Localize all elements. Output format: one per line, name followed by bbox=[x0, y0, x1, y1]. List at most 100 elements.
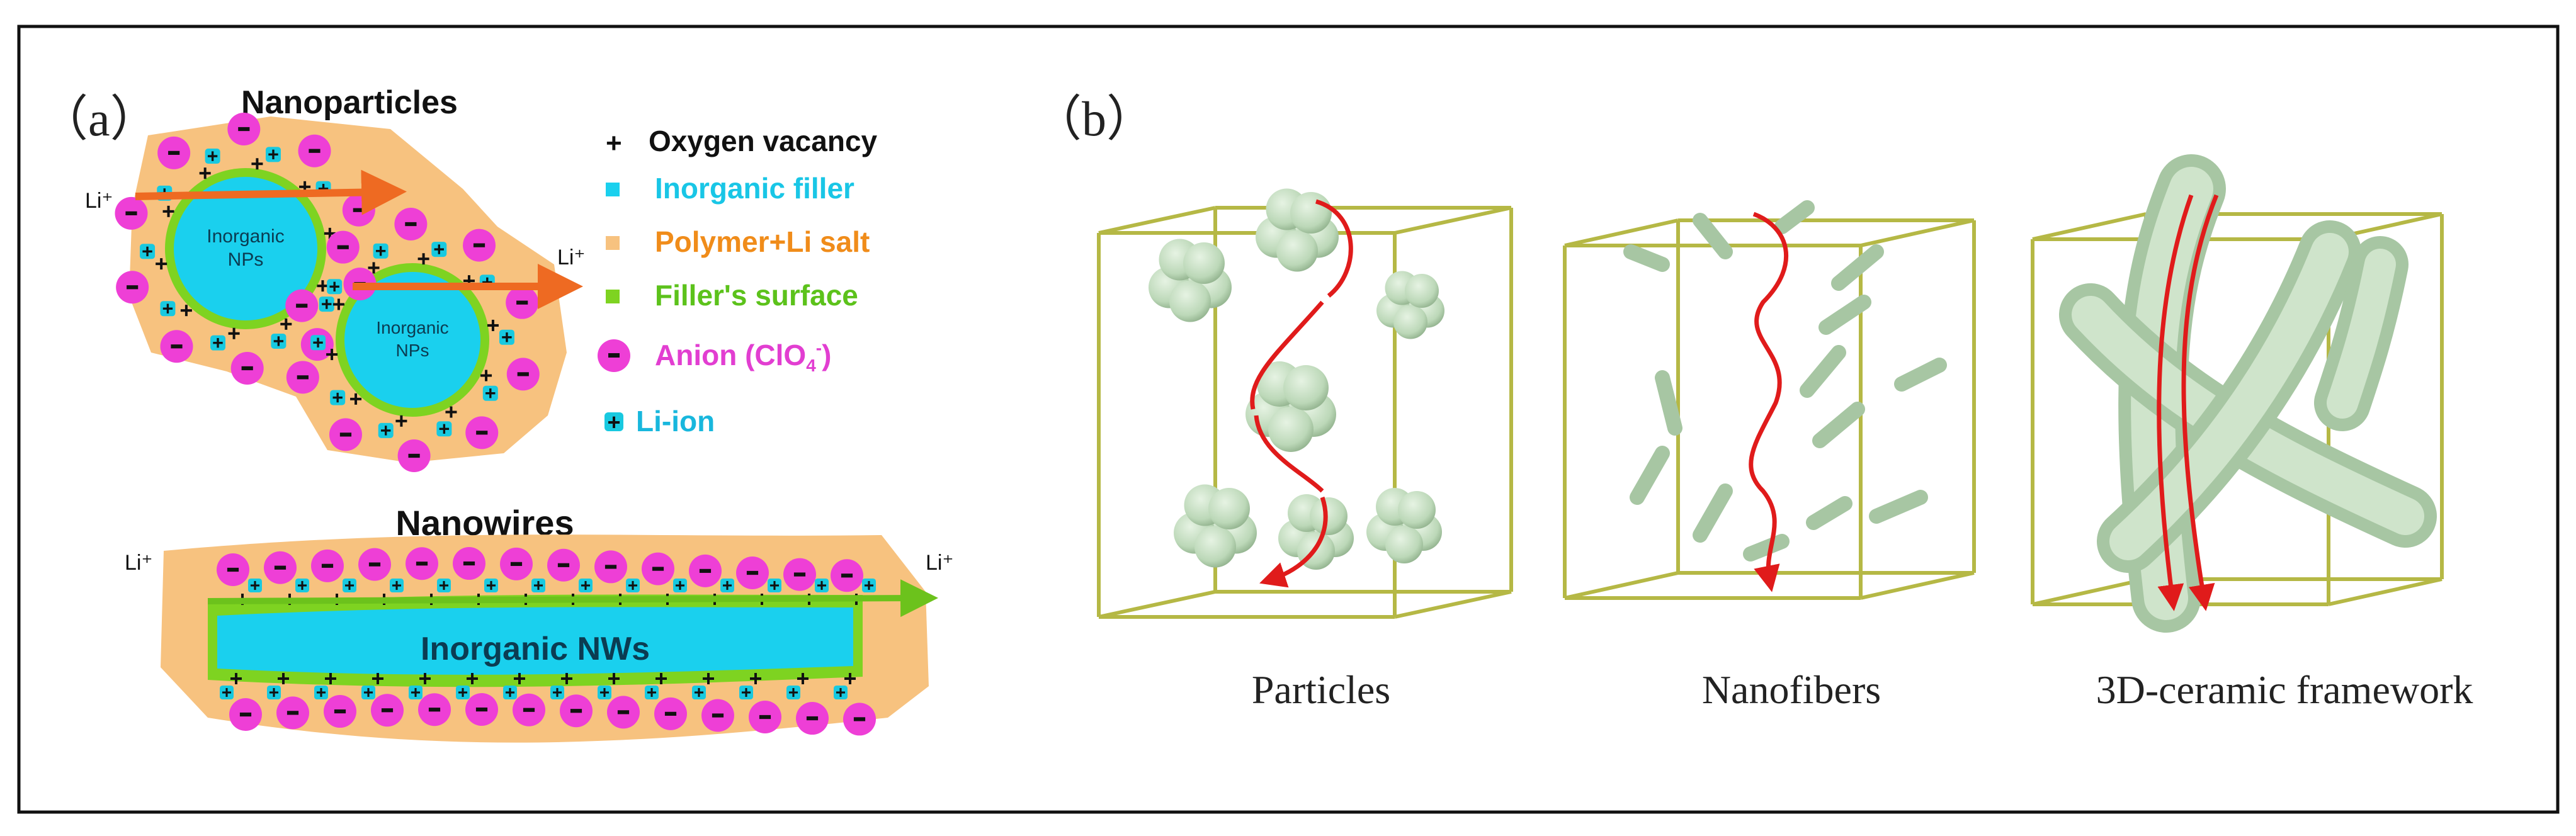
nw-core bbox=[217, 607, 853, 675]
box-edge bbox=[1098, 590, 1216, 619]
anion-minus bbox=[241, 366, 253, 371]
anion-minus bbox=[523, 708, 535, 712]
li-ion-plus-v bbox=[462, 687, 464, 698]
nw-li-label-right: Li⁺ bbox=[926, 551, 953, 575]
oxygen-vacancy-v bbox=[285, 318, 288, 330]
li-ion-plus-v bbox=[225, 687, 228, 698]
oxygen-vacancy-v bbox=[372, 262, 375, 274]
legend-li-ion: Li-ion bbox=[636, 405, 715, 438]
nw-li-arrow bbox=[207, 579, 938, 618]
li-ion-plus-v bbox=[301, 580, 304, 590]
legend-filler-surface: Filler's surface bbox=[655, 279, 858, 312]
anion-minus bbox=[239, 712, 252, 717]
nanofiber bbox=[1894, 358, 1947, 392]
anion-minus bbox=[517, 372, 529, 376]
anion-minus bbox=[416, 562, 428, 566]
anion-minus bbox=[604, 565, 617, 569]
legend-anion: Anion (ClO4-) bbox=[655, 338, 831, 375]
nanoparticles-title: Nanoparticles bbox=[241, 84, 458, 121]
legend-filler-swatch bbox=[606, 183, 620, 196]
nanofiber bbox=[1693, 213, 1733, 259]
oxygen-vacancy-v bbox=[282, 673, 285, 684]
li-ion-plus-v bbox=[322, 184, 325, 194]
oxygen-vacancy-v bbox=[424, 673, 426, 684]
oxygen-vacancy-v bbox=[754, 673, 757, 684]
np-li-label-right: Li⁺ bbox=[557, 246, 585, 269]
oxygen-vacancy-v bbox=[707, 673, 710, 684]
li-ion-plus-v bbox=[272, 149, 275, 160]
anion-minus bbox=[699, 568, 712, 573]
anion-minus bbox=[405, 222, 417, 227]
anion-minus bbox=[309, 149, 321, 153]
anion-minus bbox=[168, 150, 180, 155]
box-edge bbox=[1860, 218, 1975, 247]
framework-ion-path-1 bbox=[2157, 194, 2194, 611]
anion-minus bbox=[793, 572, 806, 577]
anion-minus bbox=[337, 245, 349, 249]
nanofiber bbox=[1693, 483, 1733, 543]
anion-minus bbox=[227, 567, 239, 572]
nanofiber bbox=[1869, 490, 1928, 524]
anion-minus bbox=[510, 562, 523, 567]
li-ion-plus-v bbox=[486, 277, 489, 288]
li-ion-plus-v bbox=[556, 687, 559, 698]
np-core-1-label-line2: NPs bbox=[228, 249, 264, 270]
li-ion-plus-v bbox=[254, 580, 256, 590]
oxygen-vacancy-v bbox=[485, 370, 488, 381]
li-ion-plus-v bbox=[490, 580, 492, 590]
anion-minus bbox=[296, 303, 308, 308]
nanofiber-segments bbox=[1623, 200, 1947, 562]
anion-minus bbox=[759, 715, 771, 720]
li-ion-plus-v bbox=[679, 580, 681, 590]
particle-blob bbox=[1268, 407, 1314, 452]
np-core-1-label-line1: Inorganic bbox=[207, 226, 284, 247]
anion-minus bbox=[712, 713, 724, 718]
box-edge bbox=[2032, 577, 2147, 606]
framework-tube-3-hl bbox=[2109, 233, 2349, 560]
anion-minus bbox=[297, 375, 309, 380]
anion-minus bbox=[476, 431, 488, 435]
oxygen-vacancy-v bbox=[184, 305, 188, 317]
li-ion-plus-v bbox=[146, 246, 149, 257]
anion-minus bbox=[746, 570, 759, 575]
legend-anion-sub: 4 bbox=[806, 356, 816, 375]
nanofiber bbox=[1819, 295, 1871, 335]
legend-anion-sup: - bbox=[816, 338, 822, 358]
oxygen-vacancy-v bbox=[331, 349, 334, 361]
np-ion-decor bbox=[115, 113, 540, 472]
nanofiber bbox=[1655, 370, 1682, 436]
anion-minus bbox=[841, 573, 853, 578]
li-ion-plus-v bbox=[632, 580, 634, 590]
particle-blob bbox=[1385, 526, 1423, 563]
legend-li-icon-bg bbox=[604, 412, 623, 431]
anion-minus bbox=[381, 708, 394, 713]
legend-anion-suffix: ) bbox=[822, 339, 831, 371]
particle-blob bbox=[1405, 274, 1439, 308]
caption-framework: 3D-ceramic framework bbox=[2096, 667, 2473, 712]
panel-b: （b） bbox=[1033, 91, 2473, 712]
particle-blob bbox=[1290, 192, 1332, 234]
particle-blob bbox=[1208, 488, 1250, 529]
particle-blob bbox=[1194, 526, 1236, 568]
legend-li-icon: + bbox=[607, 409, 620, 435]
li-ion-plus-v bbox=[773, 580, 776, 590]
li-ion-plus-v bbox=[379, 246, 382, 256]
li-ion-plus-v bbox=[820, 580, 823, 590]
anion-minus bbox=[339, 432, 352, 437]
anion-minus bbox=[463, 561, 475, 566]
nanofiber bbox=[1623, 244, 1670, 272]
legend-oxygen-vacancy-icon: + bbox=[606, 128, 622, 159]
oxygen-vacancy-v bbox=[450, 406, 453, 418]
li-ion-plus-v bbox=[839, 687, 842, 698]
nanofiber bbox=[1806, 496, 1853, 530]
anion-minus bbox=[473, 243, 485, 247]
np-core-2-label-line1: Inorganic bbox=[376, 318, 448, 337]
anion-minus bbox=[408, 453, 420, 458]
oxygen-vacancy-v bbox=[321, 280, 324, 292]
oxygen-vacancy-v bbox=[849, 673, 851, 684]
panel-b-label: （b） bbox=[1033, 91, 1155, 146]
nanofiber bbox=[1812, 402, 1865, 448]
legend-anion-prefix: Anion (ClO bbox=[655, 339, 806, 371]
li-ion-plus-v bbox=[650, 687, 653, 698]
